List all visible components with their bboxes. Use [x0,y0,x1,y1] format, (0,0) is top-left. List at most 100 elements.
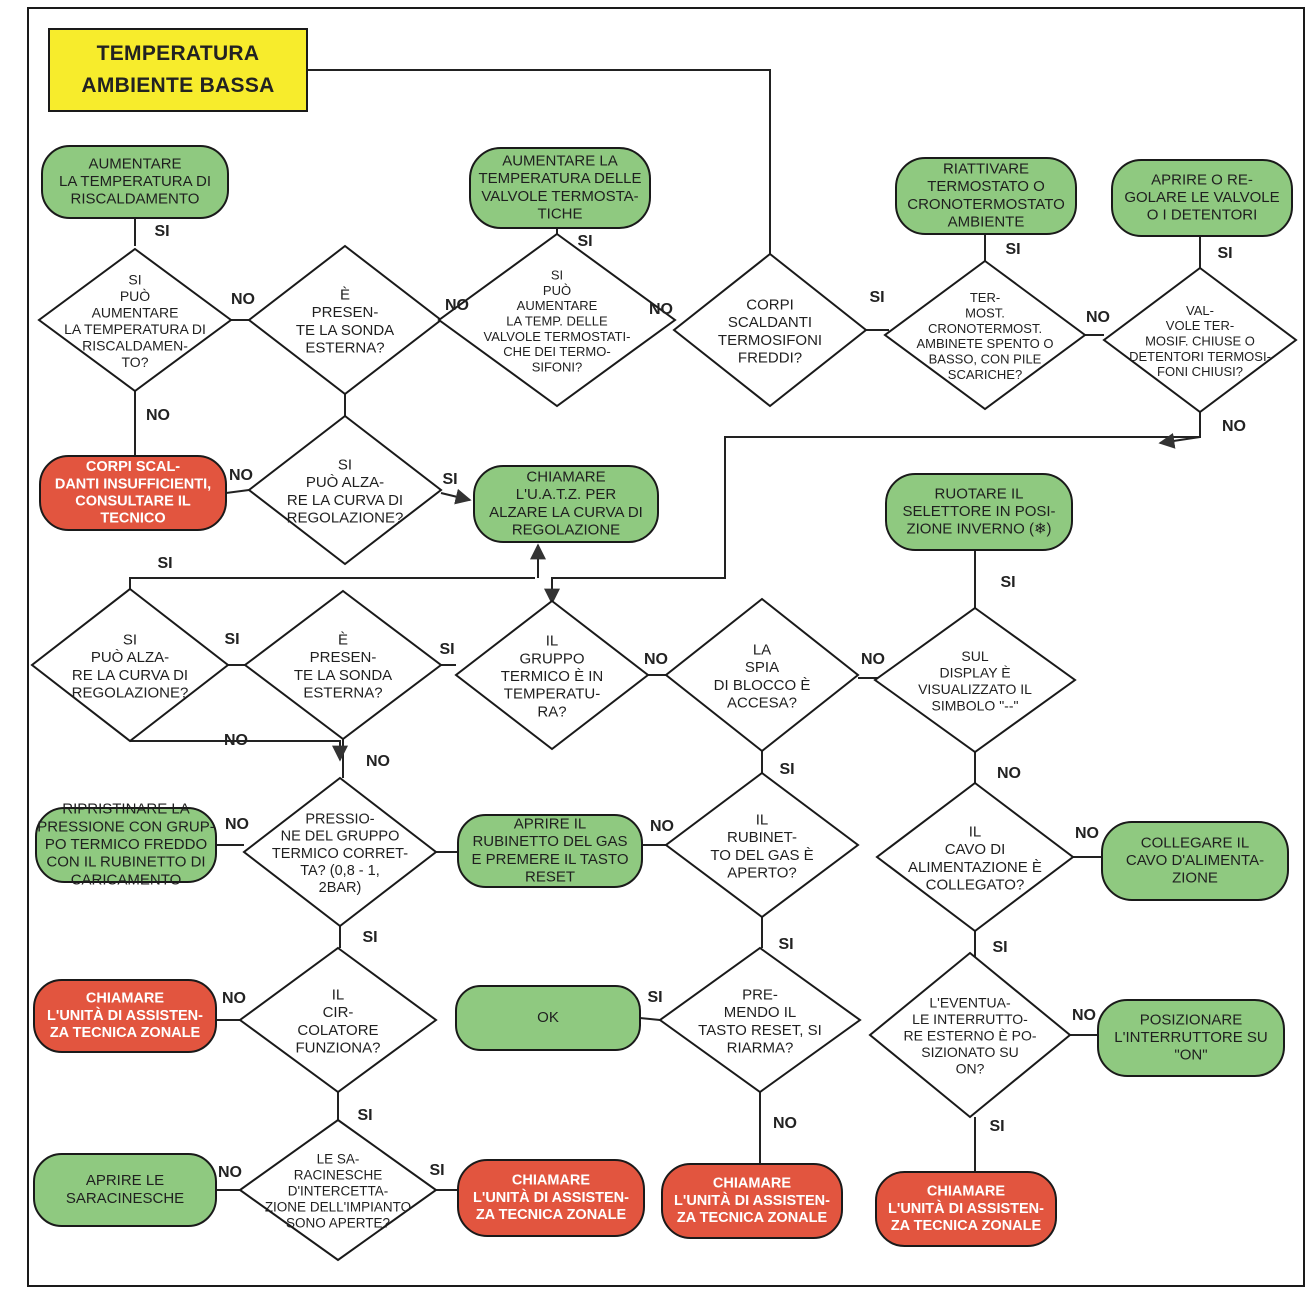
action-text-corpi_insufficienti: CORPI SCAL-DANTI INSUFFICIENTI,CONSULTAR… [55,459,211,526]
edge-label-no: NO [146,407,170,424]
edge-label-si: SI [647,989,662,1006]
edge-label-si: SI [989,1118,1004,1135]
decision-pressione_q [242,776,438,928]
edge-label-si: SI [157,555,172,572]
edge-label-si: SI [779,761,794,778]
edge-label-si: SI [1217,245,1232,262]
edge-label-no: NO [222,990,246,1007]
connector-line [225,489,250,494]
action-box-chiamare_uatz_4 [875,1171,1057,1247]
decision-saracinesche_q [238,1118,438,1262]
edge-label-si: SI [362,929,377,946]
decision-sonda_esterna_2 [243,589,443,741]
decision-aumentare_temp_q [37,247,233,393]
decision-display_simbolo [873,606,1077,754]
decision-interruttore_q [868,951,1072,1119]
action-box-aumentare_temp_risc [41,145,229,219]
action-box-corpi_insufficienti [39,455,227,531]
action-box-chiamare_uatz [473,465,659,543]
action-box-chiamare_uatz_2 [457,1159,645,1237]
edge-label-no: NO [997,765,1021,782]
decision-sonda_esterna_1 [247,244,443,396]
action-box-collegare_cavo [1101,821,1289,901]
edge-label-no: NO [861,651,885,668]
action-box-aprire_rubinetto [457,814,643,888]
edge-label-no: NO [224,732,248,749]
decision-text-interruttore_q: L'EVENTUA-LE INTERRUTTO-RE ESTERNO È PO-… [903,995,1036,1077]
edge-label-no: NO [218,1164,242,1181]
edge-label-si: SI [1000,574,1015,591]
decision-aumentare_valvole_q [437,232,677,408]
decision-corpi_freddi [672,252,868,408]
edge-label-no: NO [649,301,673,318]
action-box-aumentare_valvole [469,147,651,229]
action-box-riattivare_termostato [895,157,1077,235]
arrow [1158,432,1201,449]
edge-label-no: NO [366,753,390,770]
decision-alzare_curva_1 [30,587,230,743]
decision-reset_q [658,946,862,1094]
edge-label-no: NO [1086,309,1110,326]
edge-label-no: NO [773,1115,797,1132]
title-line-2: AMBIENTE BASSA [81,74,275,97]
action-box-aprire_saracinesche [33,1153,217,1227]
action-box-aprire_valvole [1111,159,1293,237]
arrow [440,488,472,505]
title-line-1: TEMPERATURA [96,42,260,65]
edge-label-no: NO [1222,418,1246,435]
edge-label-no: NO [1072,1007,1096,1024]
edge-label-si: SI [224,631,239,648]
action-box-ruotare_selettore [885,473,1073,551]
decision-spia_blocco [664,597,860,753]
edge-label-si: SI [154,223,169,240]
edge-label-no: NO [231,291,255,308]
action-box-posizionare_interruttore [1097,999,1285,1077]
decision-alzare_curva_2 [247,414,443,566]
action-box-chiamare_uatz_1 [33,979,217,1053]
decision-cavo_q [875,781,1075,933]
edge-label-si: SI [357,1107,372,1124]
decision-gruppo_temperatura [454,599,650,751]
edge-label-si: SI [778,936,793,953]
edge-label-si: SI [1005,241,1020,258]
edge-label-si: SI [429,1162,444,1179]
edge-label-no: NO [1075,825,1099,842]
action-text-ok: OK [537,1009,559,1026]
edge-label-si: SI [992,939,1007,956]
connector-line [639,1017,661,1021]
edge-label-si: SI [439,641,454,658]
connector-line [308,69,771,254]
decision-termostato_q [883,259,1087,411]
decision-valvole_chiuse [1102,266,1298,414]
frame-border [27,7,1305,1287]
edge-label-no: NO [229,467,253,484]
edge-label-si: SI [577,233,592,250]
